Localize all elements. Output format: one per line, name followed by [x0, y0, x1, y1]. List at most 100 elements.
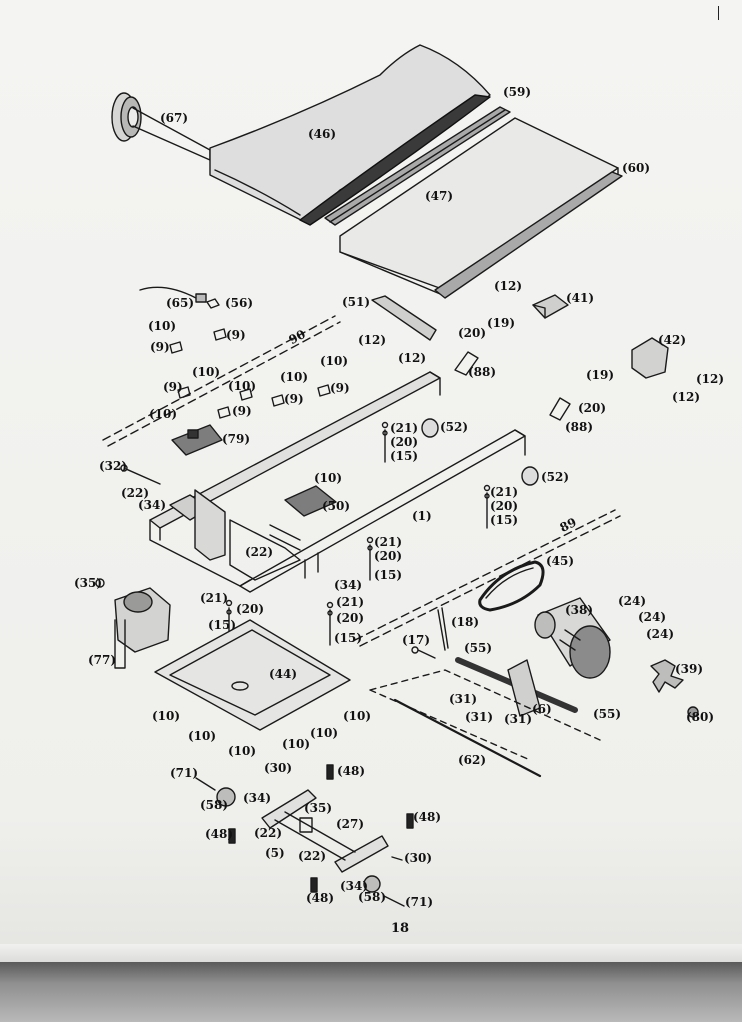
part-label-10: (10)	[280, 370, 309, 384]
part-label-10: (10)	[188, 729, 217, 743]
part-label-42: (42)	[658, 333, 687, 347]
part-label-19: (19)	[487, 316, 516, 330]
fan-nut	[687, 706, 699, 718]
part-label-9: (9)	[284, 392, 304, 406]
part-label-34: (34)	[243, 791, 272, 805]
front-bracket	[371, 295, 437, 341]
part-label-24: (24)	[618, 594, 647, 608]
adjust-bolts	[411, 607, 449, 659]
part-label-10: (10)	[149, 407, 178, 421]
part-label-48: (48)	[205, 827, 234, 841]
motor-fan	[650, 659, 684, 693]
part-label-9: (9)	[150, 340, 170, 354]
part-label-51: (51)	[342, 295, 371, 309]
part-label-12: (12)	[696, 372, 725, 386]
part-label-12: (12)	[672, 390, 701, 404]
part-label-6: (6)	[532, 702, 552, 716]
lift-wheels	[216, 787, 381, 893]
part-label-20: (20)	[490, 499, 519, 513]
part-label-10: (10)	[228, 744, 257, 758]
upper-drive-line	[102, 315, 341, 447]
part-label-19: (19)	[586, 368, 615, 382]
drive-motor	[534, 597, 611, 679]
scan-background-strip	[0, 962, 742, 1022]
part-label-59: (59)	[503, 85, 532, 99]
exploded-parts-diagram	[59, 44, 742, 946]
page-number: 18	[391, 921, 410, 936]
part-label-22: (22)	[121, 486, 150, 500]
part-label-10: (10)	[314, 471, 343, 485]
part-label-15: (15)	[208, 618, 237, 632]
part-label-10: (10)	[228, 379, 257, 393]
part-label-20: (20)	[236, 602, 265, 616]
part-label-15: (15)	[490, 513, 519, 527]
drive-belt	[478, 560, 545, 612]
part-label-10: (10)	[148, 319, 177, 333]
cover-bracket	[532, 294, 569, 319]
side-rail-strip	[324, 106, 511, 226]
second-rail-strip	[434, 171, 623, 299]
part-label-35: (35)	[74, 576, 103, 590]
part-label-9: (9)	[163, 380, 183, 394]
part-label-20: (20)	[336, 611, 365, 625]
part-label-20: (20)	[390, 435, 419, 449]
corner-mark	[718, 6, 719, 20]
part-label-48: (48)	[306, 891, 335, 905]
part-label-10: (10)	[282, 737, 311, 751]
lift-frame	[261, 789, 389, 873]
part-label-24: (24)	[638, 610, 667, 624]
part-label-22: (22)	[254, 826, 283, 840]
part-label-48: (48)	[413, 810, 442, 824]
part-label-46: (46)	[308, 127, 337, 141]
part-label-30: (30)	[404, 851, 433, 865]
front-roller	[111, 92, 211, 161]
part-label-9: (9)	[330, 381, 350, 395]
part-label-34: (34)	[340, 879, 369, 893]
pads	[228, 764, 414, 893]
part-label-10: (10)	[192, 365, 221, 379]
lift-actuator	[95, 578, 171, 669]
part-label-67: (67)	[160, 111, 189, 125]
part-label-21: (21)	[490, 485, 519, 499]
control-board	[171, 424, 223, 456]
main-frame	[149, 371, 526, 593]
part-label-9: (9)	[232, 404, 252, 418]
motor-mount	[369, 657, 601, 778]
part-label-65: (65)	[166, 296, 195, 310]
part-label-38: (38)	[565, 603, 594, 617]
part-label-71: (71)	[170, 766, 199, 780]
part-label-10: (10)	[320, 354, 349, 368]
part-label-58: (58)	[200, 798, 229, 812]
part-label-47: (47)	[425, 189, 454, 203]
part-label-15: (15)	[374, 568, 403, 582]
part-label-88: (88)	[565, 420, 594, 434]
part-label-20: (20)	[578, 401, 607, 415]
part-label-55: (55)	[464, 641, 493, 655]
side-brackets	[454, 351, 571, 421]
part-label-41: (41)	[566, 291, 595, 305]
part-label-30: (30)	[264, 761, 293, 775]
part-label-34: (34)	[138, 498, 167, 512]
part-label-21: (21)	[336, 595, 365, 609]
part-label-35: (35)	[304, 801, 333, 815]
part-label-20: (20)	[458, 326, 487, 340]
part-label-12: (12)	[398, 351, 427, 365]
bolt-group	[225, 421, 491, 646]
part-label-60: (60)	[622, 161, 651, 175]
part-label-21: (21)	[390, 421, 419, 435]
part-label-10: (10)	[343, 709, 372, 723]
clip-group	[169, 328, 331, 419]
wire-connector	[139, 286, 220, 309]
part-label-22: (22)	[298, 849, 327, 863]
part-label-34: (34)	[334, 578, 363, 592]
part-label-62: (62)	[458, 753, 487, 767]
part-label-12: (12)	[494, 279, 523, 293]
running-belt	[209, 44, 491, 226]
part-label-31: (31)	[504, 712, 533, 726]
part-label-21: (21)	[374, 535, 403, 549]
part-label-80: (80)	[686, 710, 715, 724]
part-label-10: (10)	[152, 709, 181, 723]
bottom-plate	[154, 619, 351, 731]
part-label-71: (71)	[405, 895, 434, 909]
